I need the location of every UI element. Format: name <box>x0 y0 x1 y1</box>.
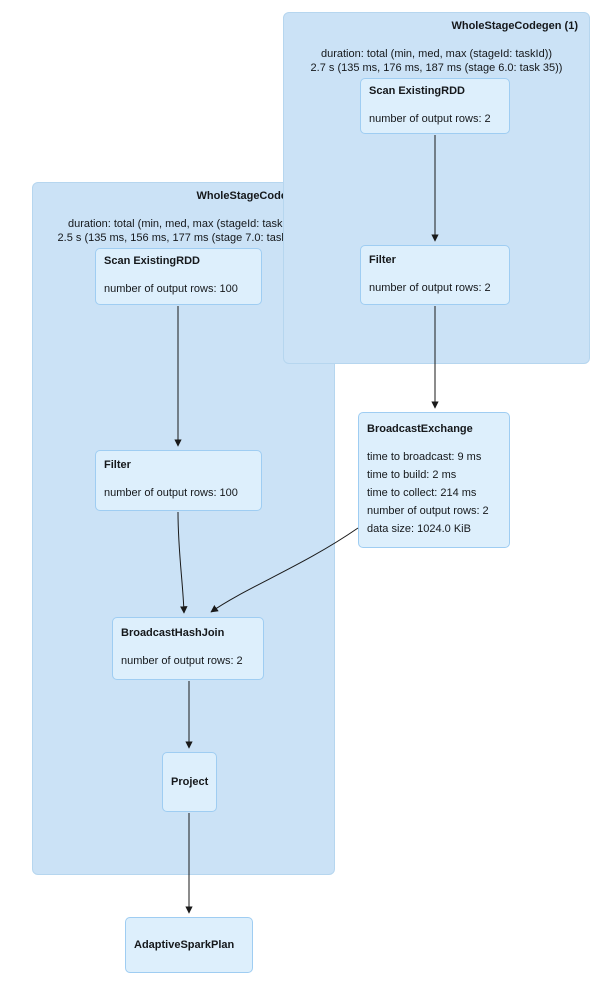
node-metric: data size: 1024.0 KiB <box>367 522 471 535</box>
node-metric: number of output rows: 2 <box>369 112 491 125</box>
node-metric: time to build: 2 ms <box>367 468 457 481</box>
node-broadcast-hash-join[interactable]: BroadcastHashJoin number of output rows:… <box>112 617 264 680</box>
cluster-duration: duration: total (min, med, max (stageId:… <box>284 47 589 75</box>
node-project[interactable]: Project <box>162 752 217 812</box>
node-scan-existingrdd-1[interactable]: Scan ExistingRDD number of output rows: … <box>360 78 510 134</box>
duration-label: duration: total (min, med, max (stageId:… <box>320 48 553 60</box>
node-title: Project <box>171 776 209 788</box>
node-title: Filter <box>369 253 396 266</box>
node-title: AdaptiveSparkPlan <box>134 939 235 951</box>
duration-label: duration: total (min, med, max (stageId:… <box>67 218 300 230</box>
node-metric: number of output rows: 100 <box>104 487 238 499</box>
node-title: Scan ExistingRDD <box>369 84 465 97</box>
node-metric: number of output rows: 100 <box>104 283 238 295</box>
node-title: Filter <box>104 459 131 471</box>
node-metric: number of output rows: 2 <box>367 504 489 517</box>
cluster-duration: duration: total (min, med, max (stageId:… <box>33 217 334 245</box>
node-title: BroadcastHashJoin <box>121 627 225 639</box>
node-metric: number of output rows: 2 <box>121 655 243 667</box>
node-broadcast-exchange[interactable]: BroadcastExchange time to broadcast: 9 m… <box>358 412 510 548</box>
node-adaptive-spark-plan[interactable]: AdaptiveSparkPlan <box>125 917 253 973</box>
cluster-wholestagecodegen-1: WholeStageCodegen (1) duration: total (m… <box>283 12 590 364</box>
node-metric: number of output rows: 2 <box>369 281 491 294</box>
duration-value: 2.7 s (135 ms, 176 ms, 187 ms (stage 6.0… <box>310 62 563 74</box>
node-filter-1[interactable]: Filter number of output rows: 2 <box>360 245 510 305</box>
node-scan-existingrdd-2[interactable]: Scan ExistingRDD number of output rows: … <box>95 248 262 305</box>
node-filter-2[interactable]: Filter number of output rows: 100 <box>95 450 262 511</box>
duration-value: 2.5 s (135 ms, 156 ms, 177 ms (stage 7.0… <box>57 232 310 244</box>
node-title: Scan ExistingRDD <box>104 255 200 267</box>
node-metric: time to broadcast: 9 ms <box>367 450 482 463</box>
node-title: BroadcastExchange <box>367 422 473 435</box>
node-metric: time to collect: 214 ms <box>367 486 477 499</box>
cluster-title: WholeStageCodegen (1) <box>451 20 578 32</box>
